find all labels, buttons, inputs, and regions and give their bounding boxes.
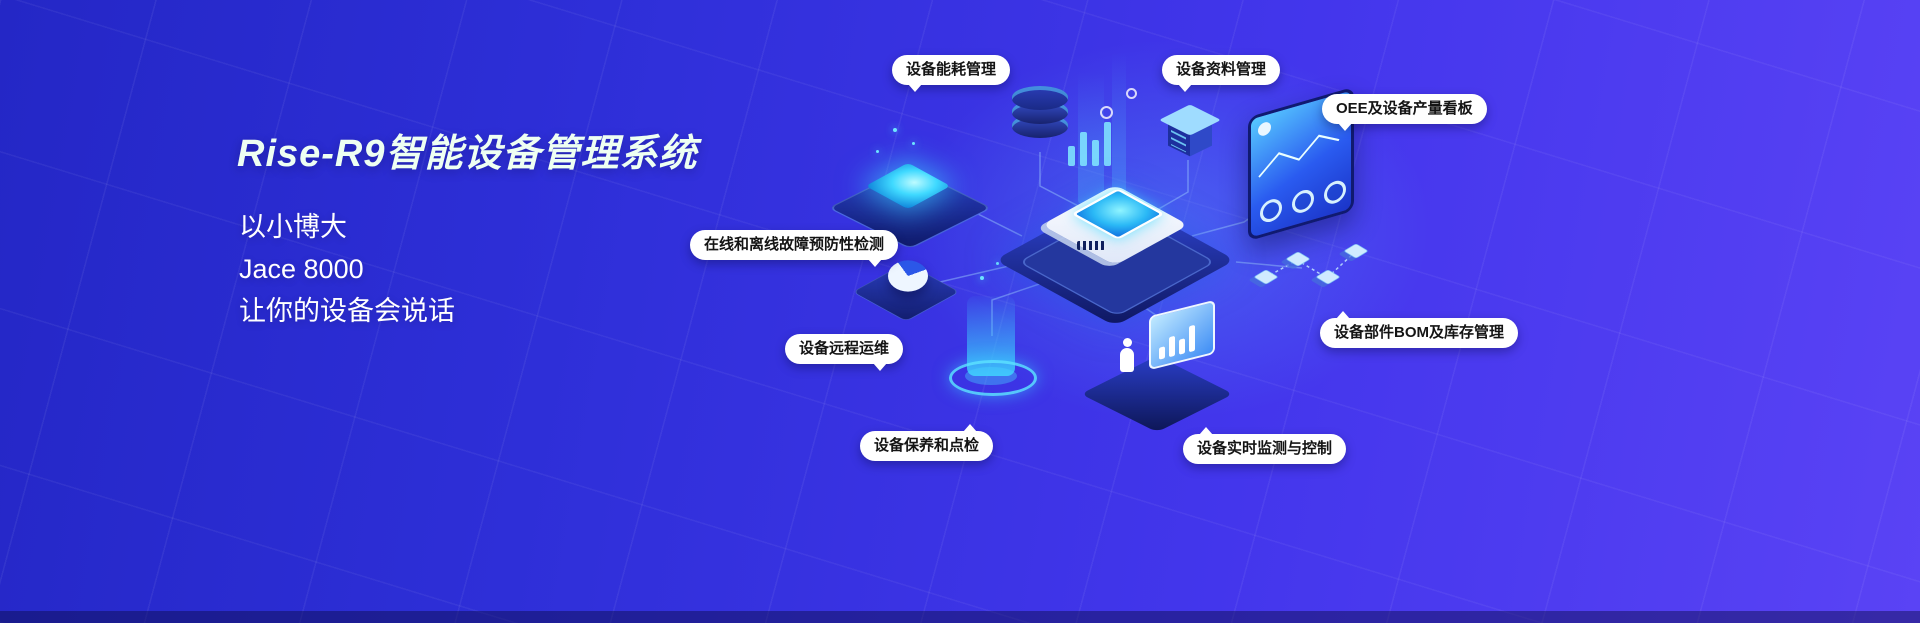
subtitle-line-2: Jace 8000 — [239, 254, 364, 284]
particle-dot — [980, 276, 984, 280]
database-icon — [1012, 86, 1068, 150]
callout-oee-dashboard: OEE及设备产量看板 — [1322, 94, 1487, 131]
particle-dot — [876, 150, 879, 153]
beacon-ring-outer — [949, 360, 1037, 396]
hero-subtitle: 以小博大 Jace 8000 让你的设备会说话 — [239, 206, 455, 332]
bottom-strip — [0, 611, 1920, 623]
callout-predictive-detection: 在线和离线故障预防性检测 — [690, 230, 899, 267]
person-icon — [1123, 338, 1132, 347]
callout-energy-management: 设备能耗管理 — [892, 55, 1011, 92]
database-disc — [1012, 86, 1068, 110]
page-title: Rise-R9智能设备管理系统 — [237, 133, 698, 175]
linked-cubes-icon — [1253, 236, 1370, 302]
callout-remote-ops: 设备远程运维 — [785, 334, 904, 371]
person-body — [1120, 348, 1134, 372]
kiosk-screen — [1149, 299, 1215, 371]
beacon-ring-inner — [965, 367, 1017, 385]
pie-chart-disc — [888, 260, 928, 292]
callout-document-management: 设备资料管理 — [1162, 55, 1281, 92]
operator-kiosk-icon — [1080, 299, 1234, 433]
subtitle-line-1: 以小博大 — [239, 212, 347, 242]
dashboard-panel-icon — [1248, 86, 1354, 242]
particle-dot — [893, 128, 897, 132]
central-gateway-illustration — [994, 155, 1236, 327]
particle-dot — [912, 142, 915, 145]
bar-chart-icon — [1159, 323, 1195, 360]
light-pillar — [1112, 52, 1126, 204]
floating-node-dot — [1126, 88, 1137, 99]
beacon-icon — [945, 296, 1037, 400]
line-chart-icon — [1258, 134, 1340, 178]
floating-node-dot — [1100, 106, 1113, 119]
equalizer-bars — [1068, 118, 1111, 166]
cube-links — [1264, 251, 1356, 279]
particle-dot — [996, 262, 999, 265]
gateway-device-ports — [1077, 241, 1105, 250]
pie-chart-icon — [852, 248, 960, 322]
subtitle-line-3: 让你的设备会说话 — [239, 296, 455, 326]
callout-maintenance-check: 设备保养和点检 — [860, 424, 994, 461]
avatar-icon — [1258, 120, 1271, 138]
callout-realtime-monitoring: 设备实时监测与控制 — [1183, 427, 1347, 464]
callout-bom-inventory: 设备部件BOM及库存管理 — [1320, 311, 1518, 348]
